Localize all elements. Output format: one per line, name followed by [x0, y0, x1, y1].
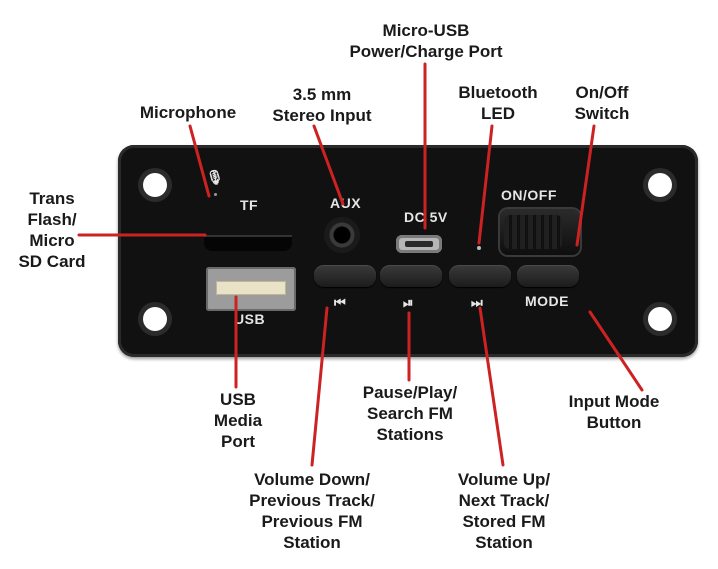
usb-silkscreen: USB	[234, 311, 266, 327]
micro-usb-socket	[405, 241, 433, 247]
previous-icon: ⏮	[334, 295, 346, 310]
next-button[interactable]	[449, 265, 511, 287]
next-icon: ⏭	[471, 295, 483, 310]
switch-knob	[504, 215, 562, 249]
micro-usb-port[interactable]	[396, 235, 442, 253]
aux-jack[interactable]	[324, 217, 360, 253]
on-off-silkscreen: ON/OFF	[501, 187, 557, 203]
mounting-hole-top-left	[143, 173, 167, 197]
mounting-hole-bottom-right	[648, 307, 672, 331]
mode-button[interactable]	[517, 265, 579, 287]
microphone-icon: 🎙	[206, 169, 224, 185]
play-pause-button[interactable]	[380, 265, 442, 287]
previous-button[interactable]	[314, 265, 376, 287]
mounting-hole-top-right	[648, 173, 672, 197]
label-microphone: Microphone	[139, 103, 237, 122]
mounting-hole-bottom-left	[143, 307, 167, 331]
label-pause-play: Pause/Play/ Search FM Stations	[362, 383, 458, 444]
label-stereo-input: 3.5 mm Stereo Input	[272, 85, 372, 125]
label-tf-card: Trans Flash/ Micro SD Card	[18, 189, 86, 271]
usb-media-port[interactable]	[206, 267, 296, 311]
tf-silkscreen: TF	[240, 197, 259, 213]
aux-silkscreen: AUX	[330, 195, 362, 211]
mode-silkscreen: MODE	[525, 293, 569, 309]
label-bluetooth-led: Bluetooth LED	[458, 83, 538, 123]
label-input-mode: Input Mode Button	[568, 392, 660, 432]
label-on-off-switch: On/Off Switch	[574, 83, 630, 123]
usb-tongue	[216, 281, 286, 295]
label-usb-media-port: USB Media Port	[213, 390, 263, 451]
bluetooth-led	[477, 246, 481, 250]
label-volume-up: Volume Up/ Next Track/ Stored FM Station	[457, 470, 551, 552]
dc5v-silkscreen: DC 5V	[404, 209, 448, 225]
control-panel: 🎙 TF AUX DC 5V ON/OFF USB ⏮ ⏯ ⏭ MODE	[118, 145, 698, 357]
on-off-switch[interactable]	[500, 209, 580, 255]
play-pause-icon: ⏯	[403, 295, 414, 310]
tf-card-slot[interactable]	[204, 235, 292, 251]
label-volume-down: Volume Down/ Previous Track/ Previous FM…	[249, 470, 375, 552]
label-micro-usb: Micro-USB Power/Charge Port	[349, 21, 503, 61]
microphone-hole	[214, 193, 217, 196]
